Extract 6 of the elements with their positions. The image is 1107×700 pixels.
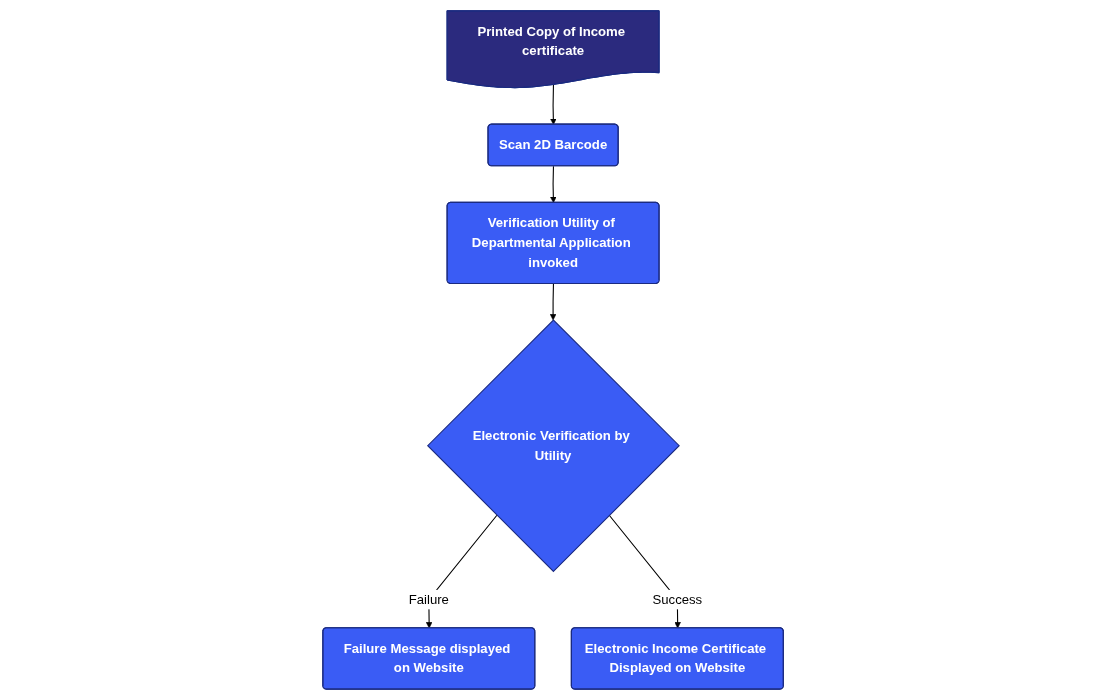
edge-label: Success [652, 591, 703, 607]
arrow [550, 283, 557, 321]
edge-label: Failure [409, 591, 450, 607]
arrow [550, 84, 557, 125]
arrow [550, 165, 557, 203]
node-diamond: Electronic Verification by Utility [427, 319, 681, 573]
